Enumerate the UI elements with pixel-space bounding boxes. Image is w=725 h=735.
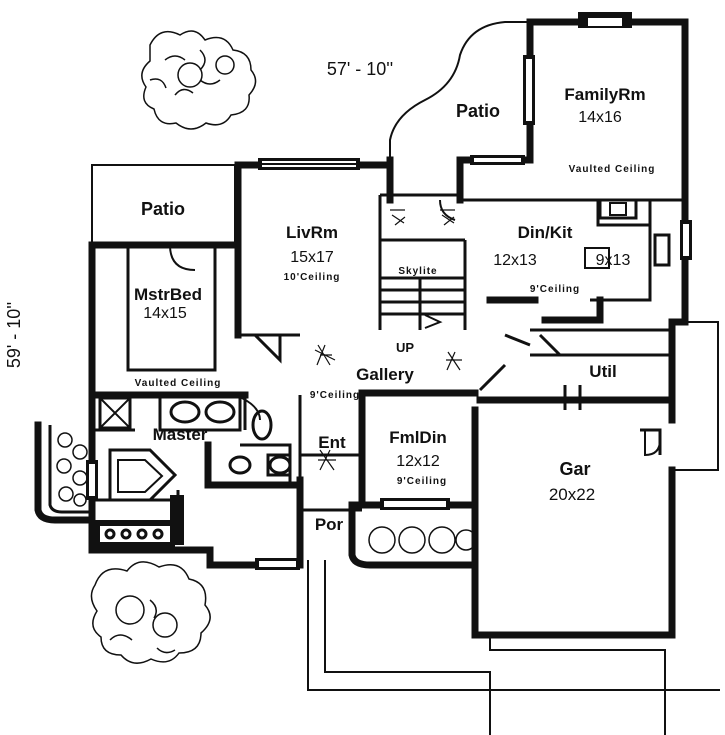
family-room-name: FamilyRm: [564, 85, 645, 104]
family-room-ceiling: Vaulted Ceiling: [569, 164, 656, 175]
formal-dining-size: 12x12: [396, 453, 440, 470]
interior-walls: [88, 193, 685, 545]
windows: [86, 15, 692, 570]
formal-dining-ceiling: 9'Ceiling: [397, 476, 447, 487]
patio-top-label: Patio: [456, 101, 500, 121]
skylite-label: Skylite: [398, 266, 437, 277]
din-kit-box: [584, 247, 610, 269]
family-room-size: 14x16: [578, 109, 622, 126]
din-kit-size: 12x13: [493, 252, 537, 269]
master-bed-ceiling: Vaulted Ceiling: [135, 378, 222, 389]
stairs-up-label: UP: [396, 340, 414, 355]
driveway: [307, 560, 720, 735]
entry-label: Ent: [318, 433, 346, 452]
master-bed-size: 14x15: [143, 305, 187, 322]
patio-left-label: Patio: [141, 199, 185, 219]
din-kit-name: Din/Kit: [518, 223, 573, 242]
living-room-name: LivRm: [286, 223, 338, 242]
formal-dining-name: FmlDin: [389, 428, 447, 447]
garage-size: 20x22: [549, 485, 595, 504]
stair-hatch: [314, 209, 462, 471]
porch-label: Por: [315, 515, 344, 534]
doors: [169, 199, 662, 457]
planter-left: [34, 421, 96, 524]
shrubs-top-left: [141, 30, 257, 130]
gallery-ceiling: 9'Ceiling: [310, 390, 360, 401]
util-label: Util: [589, 362, 616, 381]
width-dimension: 57' - 10'': [327, 59, 393, 79]
living-room-ceiling: 10'Ceiling: [284, 272, 341, 283]
patio-top-outline: [389, 21, 531, 160]
din-kit-boxed-size: 9x13: [596, 252, 631, 269]
garage-side-outline: [675, 321, 719, 471]
din-kit-ceiling: 9'Ceiling: [530, 284, 580, 295]
living-room-size: 15x17: [290, 249, 334, 266]
planter-front: [348, 508, 477, 569]
master-bath-label: Master: [153, 425, 208, 444]
shrubs-bottom-left: [90, 561, 211, 664]
master-bed-name: MstrBed: [134, 285, 202, 304]
gallery-name: Gallery: [356, 365, 414, 384]
depth-dimension: 59' - 10'': [4, 302, 24, 368]
garage-name: Gar: [559, 459, 590, 479]
